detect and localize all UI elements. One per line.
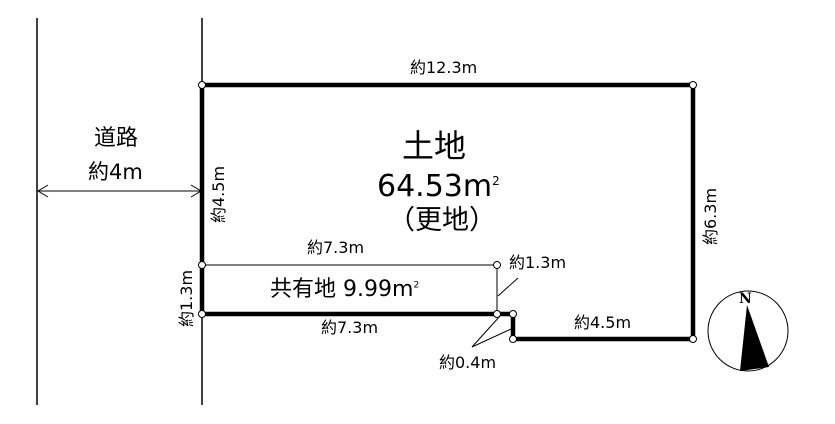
road-width-arrow (37, 184, 202, 198)
shared-land-name: 共有地 (270, 277, 337, 302)
shared-land-area: 9.99 (343, 277, 392, 302)
dim-right: 約6.3m (701, 187, 720, 245)
road-label: 道路 (94, 126, 139, 151)
dim-shared-bottom: 約7.3m (321, 318, 379, 337)
land-area: 64.53m2 (377, 172, 500, 202)
land-status: （更地） (388, 205, 496, 236)
lot-boundary (199, 82, 696, 342)
shared-land-sup: 2 (413, 280, 420, 291)
land-area-sup: 2 (492, 174, 500, 188)
leader-step-b (471, 328, 512, 348)
dim-shared-top: 約7.3m (307, 238, 365, 257)
dim-left-upper: 約4.5m (209, 165, 228, 223)
land-area-value: 64.53 (377, 169, 463, 204)
dim-left-lower: 約1.3m (177, 269, 196, 327)
leader-step-a (471, 315, 501, 348)
leader-shared-right (497, 277, 519, 297)
shared-land-unit: m (392, 277, 414, 302)
compass-label: N (739, 291, 752, 307)
dim-step: 約0.4m (439, 353, 497, 372)
dim-shared-right: 約1.3m (509, 253, 567, 272)
north-arrow-icon (707, 290, 789, 372)
land-area-unit: m (462, 169, 493, 204)
land-title: 土地 (402, 127, 467, 165)
shared-land-label: 共有地 9.99m2 (270, 279, 419, 301)
vertex-markers (198, 81, 697, 343)
dim-top: 約12.3m (410, 58, 478, 77)
dim-bottom-right: 約4.5m (574, 313, 632, 332)
shared-land-outline (202, 264, 498, 314)
road-width-label: 約4m (88, 160, 143, 184)
